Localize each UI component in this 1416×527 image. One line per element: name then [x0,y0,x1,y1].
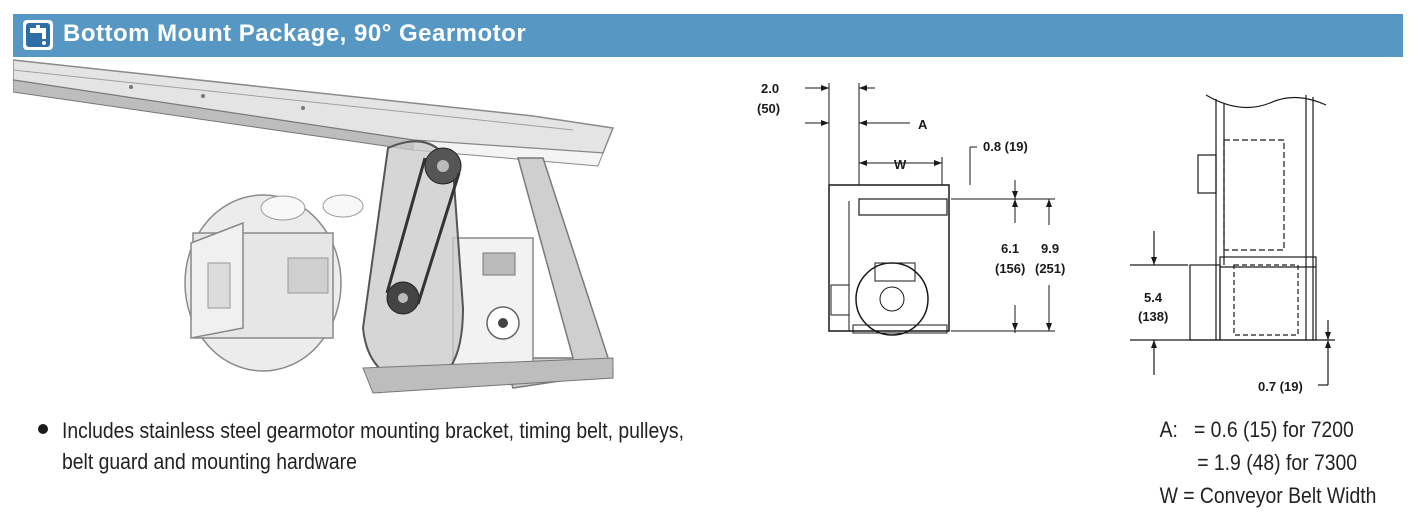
bullet-line-1: Includes stainless steel gearmotor mount… [62,418,684,443]
dim-9-9-mm: (251) [1035,261,1065,276]
dim-5-4: 5.4 [1144,290,1163,305]
dim-0-8: 0.8 (19) [983,139,1028,154]
conveyor-gearmotor-photo [13,59,615,394]
dim-6-1: 6.1 [1001,241,1019,256]
bullet-dot [38,424,48,434]
dim-6-1-mm: (156) [995,261,1025,276]
dim-9-9: 9.9 [1041,241,1059,256]
dim-w: W [894,157,907,172]
dim-2-0: 2.0 [761,81,779,96]
note-line-2: = 1.9 (48) for 7300 [1159,450,1357,475]
dim-a: A [918,117,928,132]
dim-5-4-mm: (138) [1138,309,1168,324]
dim-2-0-mm: (50) [757,101,780,116]
feature-bullet: Includes stainless steel gearmotor mount… [62,415,713,477]
note-line-3: W = Conveyor Belt Width [1159,483,1376,508]
end-view-drawing: 5.4 (138) 0.7 (19) [1130,94,1335,394]
section-header: Bottom Mount Package, 90° Gearmotor [13,14,1403,57]
section-title: Bottom Mount Package, 90° Gearmotor [63,20,527,47]
dim-0-7: 0.7 (19) [1258,379,1303,394]
dimension-notes: A: = 0.6 (15) for 7200 = 1.9 (48) for 73… [1159,413,1376,512]
bullet-line-2: belt guard and mounting hardware [62,449,357,474]
note-line-1: A: = 0.6 (15) for 7200 [1159,417,1354,442]
side-view-drawing: 2.0 (50) A 0.8 (19) W 6.1 (156) 9.9 (251… [757,81,1065,336]
faucet-icon [23,20,53,50]
